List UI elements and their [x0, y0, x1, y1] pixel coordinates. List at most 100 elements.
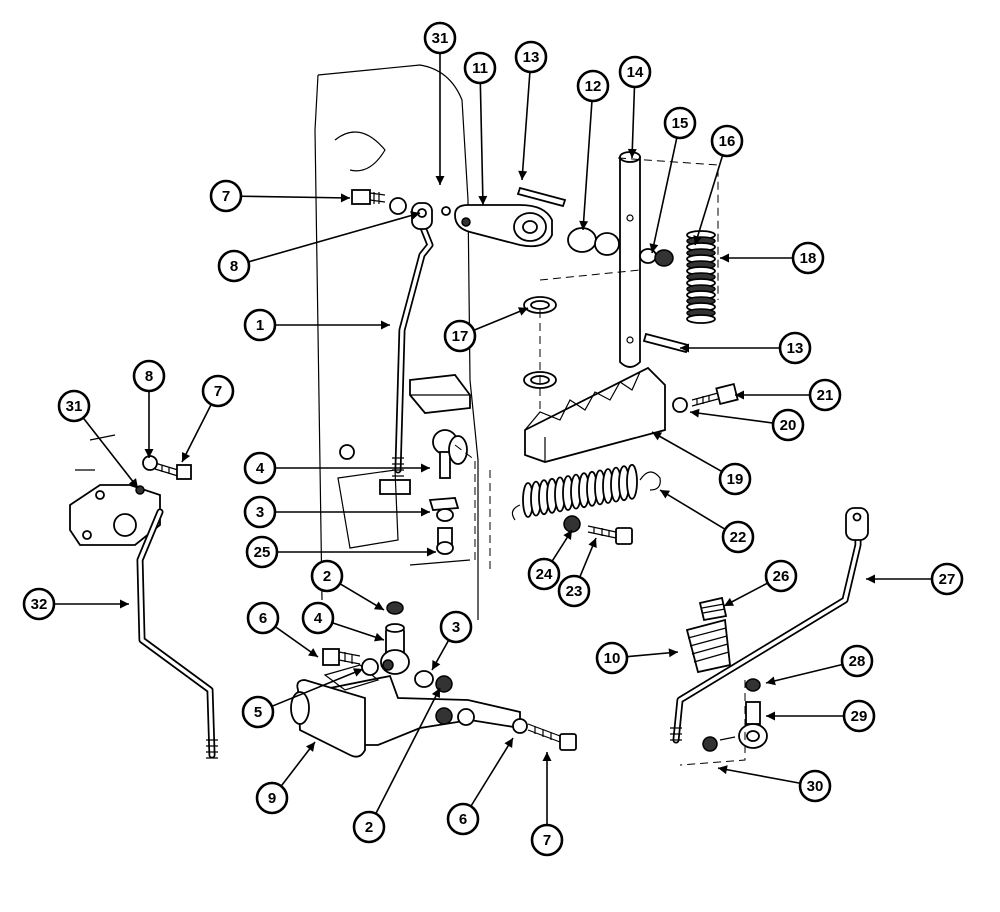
callout-c6a: 6 — [246, 601, 280, 635]
callout-circle — [201, 374, 235, 408]
leader-arrowhead-c22 — [660, 490, 671, 499]
leader-arrowhead-c3a — [421, 507, 430, 517]
spring-18 — [686, 230, 716, 324]
leader-arrowhead-c24 — [563, 530, 572, 541]
callout-c25: 25 — [245, 535, 279, 569]
callout-circle — [243, 495, 277, 529]
callout-circle — [241, 695, 275, 729]
callout-number: 19 — [727, 471, 744, 488]
callout-c21: 21 — [808, 378, 842, 412]
leader-arrowhead-c31a — [435, 176, 445, 185]
callout-number: 1 — [256, 317, 264, 334]
boot-10-and-cap-26 — [685, 596, 731, 674]
pin-13-top — [516, 186, 567, 208]
callout-c11: 11 — [463, 51, 497, 85]
leader-arrowhead-c29 — [766, 711, 775, 721]
callout-circle — [718, 462, 752, 496]
leader-arrowhead-c6b — [504, 738, 513, 749]
callout-circle — [217, 249, 251, 283]
nut-24 — [563, 515, 581, 533]
callout-c30: 30 — [798, 769, 832, 803]
leader-arrowhead-c4a — [421, 463, 430, 473]
leader-line-c9 — [280, 741, 316, 787]
callout-c1: 1 — [243, 308, 277, 342]
leader-arrowhead-c32 — [120, 599, 129, 609]
callout-c14: 14 — [618, 55, 652, 89]
callout-circle — [352, 810, 386, 844]
callout-c4b: 4 — [301, 601, 335, 635]
leader-arrowhead-c19 — [652, 432, 663, 441]
bolt-23 — [587, 525, 633, 545]
leader-line-c31b — [82, 417, 139, 489]
callout-c9: 9 — [255, 781, 289, 815]
callout-number: 13 — [787, 340, 804, 357]
spring-22-coil — [626, 463, 638, 500]
callout-c8b: 8 — [132, 359, 166, 393]
rod-27 — [670, 507, 869, 744]
callout-circle — [930, 562, 964, 596]
bolt-7-left — [142, 455, 192, 480]
leader-line-c30 — [717, 767, 801, 785]
callout-circle — [243, 308, 277, 342]
callout-c17: 17 — [443, 319, 477, 353]
callout-number: 26 — [773, 568, 790, 585]
callout-circle — [246, 601, 280, 635]
callout-number: 11 — [472, 60, 488, 77]
rod-1 — [379, 202, 434, 495]
callout-circle — [778, 331, 812, 365]
leader-arrowhead-c15 — [649, 243, 659, 253]
callout-c24: 24 — [527, 557, 561, 591]
leader-line-c11 — [479, 82, 484, 206]
callout-c15: 15 — [663, 106, 697, 140]
callout-number: 21 — [817, 387, 834, 404]
leader-arrowhead-c8b — [144, 449, 154, 458]
nut-15 — [639, 248, 657, 264]
callout-number: 18 — [800, 250, 817, 267]
callout-circle — [764, 559, 798, 593]
leader-arrowhead-c6a — [308, 648, 318, 657]
leader-line-c20 — [689, 411, 774, 424]
leader-line-c8a — [248, 212, 421, 263]
callout-number: 32 — [31, 596, 48, 613]
leader-arrowhead-c27 — [866, 574, 875, 584]
leader-arrowhead-c21 — [735, 390, 744, 400]
callout-number: 16 — [719, 133, 736, 150]
callout-c13b: 13 — [778, 331, 812, 365]
leader-arrowhead-c3b — [432, 659, 441, 670]
callout-circle — [808, 378, 842, 412]
callout-circle — [209, 179, 243, 213]
callout-c18: 18 — [791, 241, 825, 275]
callout-number: 24 — [536, 566, 553, 583]
callout-circle — [57, 389, 91, 423]
callout-number: 20 — [780, 417, 797, 434]
bolt-25 — [436, 527, 454, 555]
leader-line-c7b — [181, 404, 212, 463]
leader-line-c5 — [271, 668, 364, 708]
leader-arrowhead-c12 — [579, 220, 589, 230]
leader-arrowhead-c20 — [690, 408, 700, 418]
leader-line-c17 — [473, 307, 529, 332]
callout-circle — [514, 40, 548, 74]
leader-line-c28 — [765, 663, 843, 684]
callout-c31b: 31 — [57, 389, 91, 423]
callout-number: 8 — [145, 368, 153, 385]
callout-c27: 27 — [930, 562, 964, 596]
rod-end-4-upper — [432, 429, 476, 560]
rod-32 — [136, 508, 218, 759]
callout-number: 23 — [566, 583, 583, 600]
leader-lines — [54, 53, 932, 825]
leader-line-c12 — [582, 100, 593, 231]
leader-line-c19 — [651, 431, 723, 473]
shaft-14 — [539, 151, 719, 368]
callout-circle — [618, 55, 652, 89]
callout-c31a: 31 — [423, 21, 457, 55]
leader-arrowhead-c7b — [182, 451, 191, 462]
pin-13-lower — [642, 332, 690, 354]
callout-number: 6 — [459, 811, 467, 828]
leader-arrowhead-c13b — [680, 343, 689, 353]
leader-line-c7a — [240, 195, 351, 199]
callout-c32: 32 — [22, 587, 56, 621]
callout-c8a: 8 — [217, 249, 251, 283]
callout-number: 13 — [523, 49, 540, 66]
nut-2-top — [386, 601, 404, 615]
